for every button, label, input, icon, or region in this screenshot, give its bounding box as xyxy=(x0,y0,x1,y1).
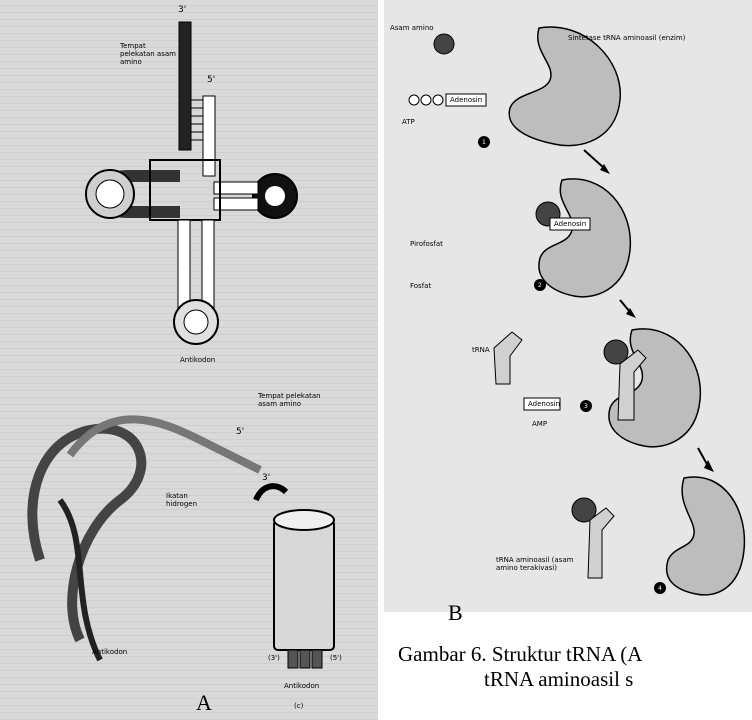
panel-b-trna-activation: Asam amino Sintetase tRNA aminoasil (enz… xyxy=(384,0,752,612)
label-trna: tRNA xyxy=(472,346,490,354)
label-synthetase: Sintetase tRNA aminoasil (enzim) xyxy=(568,34,685,42)
label-atp: ATP xyxy=(402,118,415,126)
anticodon-stem xyxy=(178,220,190,310)
trna-shape-aminoacyl xyxy=(588,508,614,578)
label-anticodon-right: Antikodon xyxy=(284,682,319,690)
panel-a-trna-structure: 3' 5' Tempat pelekatan asam amino Antiko… xyxy=(0,0,378,720)
label-attach-site-bottom: Tempat pelekatan asam amino xyxy=(258,392,321,408)
amino-acid-1 xyxy=(434,34,454,54)
label-3prime-top: 3' xyxy=(178,6,186,14)
label-anticodon-bottom: Antikodon xyxy=(92,648,127,656)
acceptor-stem-5prime-strand xyxy=(203,96,215,176)
enzyme-shape-4 xyxy=(667,477,745,595)
figure-caption: Gambar 6. Struktur tRNA (A tRNA aminoasi… xyxy=(398,642,752,720)
label-sub-c: (c) xyxy=(294,702,303,710)
label-hydrogen-bond: Ikatan hidrogen xyxy=(166,492,197,508)
attach-end-black xyxy=(256,486,286,500)
caption-line-1: Gambar 6. Struktur tRNA (A xyxy=(398,642,752,667)
panel-b-letter: B xyxy=(448,600,463,626)
caption-line-2: tRNA aminoasil s xyxy=(398,667,752,692)
label-amp: AMP xyxy=(532,420,547,428)
label-5prime-box: (5') xyxy=(330,654,342,662)
label-5prime-bottom: 5' xyxy=(236,428,244,436)
label-3prime-bottom: 3' xyxy=(262,474,270,482)
ribbon-strand-2 xyxy=(70,419,260,470)
label-adenosin-2: Adenosin xyxy=(554,220,586,228)
cylinder-model xyxy=(274,520,334,650)
label-3prime-box: (3') xyxy=(268,654,280,662)
step-2-number: 2 xyxy=(538,282,542,290)
step-3-number: 3 xyxy=(584,403,588,411)
label-fosfat: Fosfat xyxy=(410,282,431,290)
enzyme-shape-1 xyxy=(509,27,620,146)
label-5prime-top: 5' xyxy=(207,76,215,84)
label-adenosin-1: Adenosin xyxy=(450,96,482,104)
activation-diagram xyxy=(384,0,752,612)
label-adenosin-3: Adenosin xyxy=(528,400,560,408)
enzyme-shape-2 xyxy=(539,179,630,297)
step-4-number: 4 xyxy=(658,585,662,593)
label-pirofosfat: Pirofosfat xyxy=(410,240,443,248)
acceptor-stem-3prime-strand xyxy=(179,22,191,150)
label-anticodon-top: Antikodon xyxy=(180,356,215,364)
panel-a-letter: A xyxy=(196,690,212,716)
step-1-number: 1 xyxy=(482,139,486,147)
label-amino-acid: Asam amino xyxy=(390,24,434,32)
trna-shape-free xyxy=(494,332,522,384)
label-attach-site-top: Tempat pelekatan asam amino xyxy=(120,42,176,66)
label-aminoacyl-trna: tRNA aminoasil (asam amino terakivasi) xyxy=(496,556,573,572)
